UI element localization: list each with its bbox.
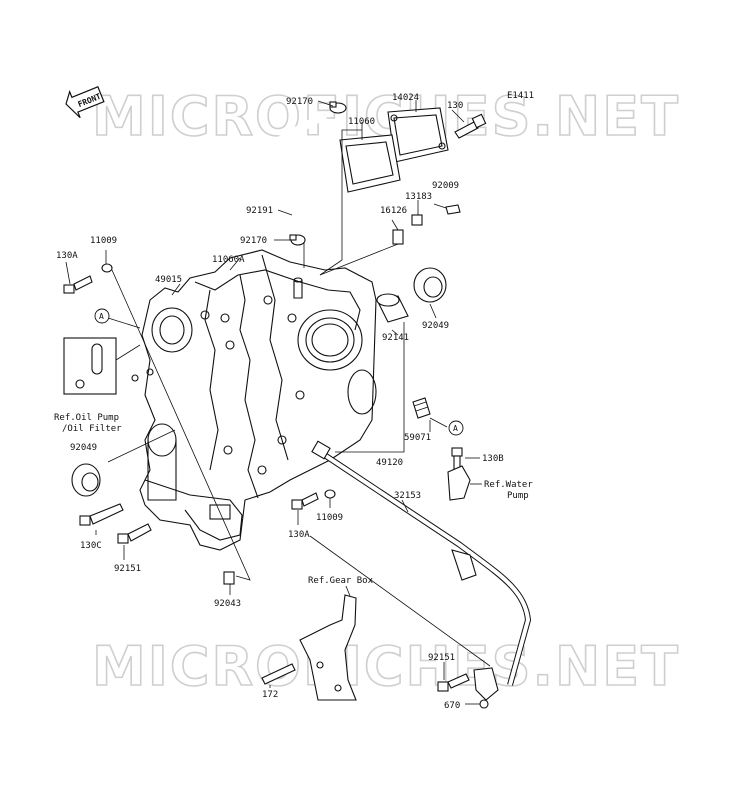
- label-59071: 59071: [404, 433, 431, 443]
- label-92049-right: 92049: [422, 321, 449, 331]
- pipe-bracket: [451, 549, 477, 581]
- bolt-92151-left: [117, 523, 152, 544]
- ref-gear-box: Ref.Gear Box: [308, 576, 374, 586]
- pipe-fitting-bottom: [473, 667, 499, 701]
- oil-seal-left: [71, 463, 101, 497]
- o-ring-670: [479, 699, 489, 709]
- bolt-130c: [79, 503, 124, 526]
- hose-clamp-top: [329, 101, 347, 114]
- label-670: 670: [444, 701, 460, 711]
- label-92009: 92009: [432, 181, 459, 191]
- bolt-130a-lower: [291, 492, 319, 510]
- ref-oil-pump-line2: /Oil Filter: [62, 424, 122, 434]
- callout-a-right: A: [448, 420, 464, 436]
- diagram-code: E1411: [507, 91, 534, 101]
- label-11009-lower: 11009: [316, 513, 343, 523]
- gasket-11060: [339, 134, 401, 193]
- washer-11009-left: [101, 263, 113, 273]
- hose-clamp-lower: [289, 234, 306, 246]
- label-92049-left: 92049: [70, 443, 97, 453]
- fitting-59071: [412, 397, 431, 419]
- front-arrow-icon: FRONT: [65, 86, 105, 119]
- label-130a-lower: 130A: [288, 530, 310, 540]
- breather-cover: [387, 107, 449, 163]
- plug-13183: [411, 214, 423, 226]
- label-14024: 14024: [392, 93, 419, 103]
- label-11009-left: 11009: [90, 236, 117, 246]
- label-92191: 92191: [246, 206, 273, 216]
- label-130a-left: 130A: [56, 251, 78, 261]
- label-92043: 92043: [214, 599, 241, 609]
- label-92170-top: 92170: [286, 97, 313, 107]
- label-92141: 92141: [382, 333, 409, 343]
- breather-hose-inner: [256, 111, 328, 234]
- label-11060a: 11060A: [212, 255, 245, 265]
- label-130c: 130C: [80, 541, 102, 551]
- ref-water-pump-line2: Pump: [507, 491, 529, 501]
- label-49120: 49120: [376, 458, 403, 468]
- label-11060: 11060: [348, 117, 375, 127]
- pin-92043: [223, 571, 235, 585]
- label-13183: 13183: [405, 192, 432, 202]
- label-16126: 16126: [380, 206, 407, 216]
- screw-92009: [445, 204, 461, 215]
- ref-water-pump-line1: Ref.Water: [484, 480, 533, 490]
- label-92151-left: 92151: [114, 564, 141, 574]
- bushing-92141: [376, 293, 409, 323]
- label-130: 130: [447, 101, 463, 111]
- ref-oil-pump-line1: Ref.Oil Pump: [54, 413, 119, 423]
- water-pump-bracket: [447, 465, 471, 501]
- label-49015: 49015: [155, 275, 182, 285]
- label-32153: 32153: [394, 491, 421, 501]
- oil-seal-right: [413, 267, 447, 303]
- label-92151-lower: 92151: [428, 653, 455, 663]
- label-92170-lower: 92170: [240, 236, 267, 246]
- bolt-130b: [451, 447, 463, 471]
- svg-text:A: A: [99, 312, 104, 321]
- oil-pipe-end: [311, 440, 331, 460]
- leader-lines: [65, 100, 491, 705]
- label-172: 172: [262, 690, 278, 700]
- bolt-130: [454, 113, 487, 139]
- crankcase-body: [131, 249, 377, 551]
- oil-pump-ring-box: [63, 337, 117, 395]
- pin-16126: [392, 229, 404, 245]
- stud-172: [261, 663, 296, 685]
- washer-11009-lower: [324, 489, 336, 499]
- gear-box-bracket: [299, 594, 357, 701]
- callout-a-left: A: [94, 308, 110, 324]
- bolt-130a-left: [63, 275, 93, 294]
- watermark-bottom: MICROFICHES.NET: [92, 635, 680, 698]
- svg-text:A: A: [453, 424, 458, 433]
- bolt-92151-lower: [437, 673, 470, 692]
- label-130b: 130B: [482, 454, 504, 464]
